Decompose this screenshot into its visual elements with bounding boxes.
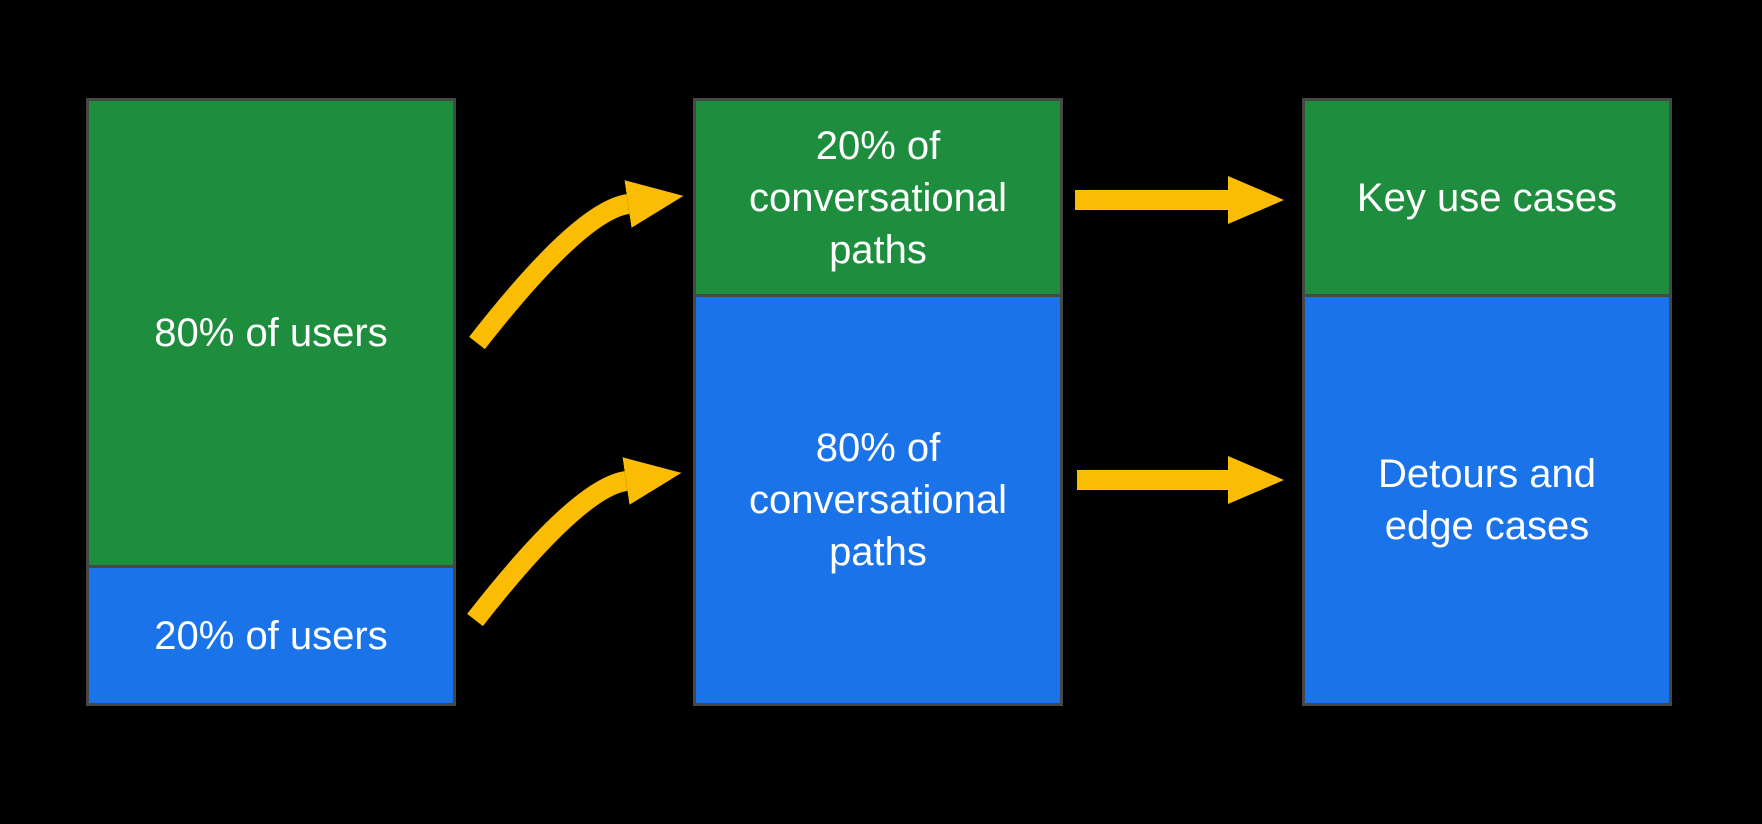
curved-arrow-users20-to-paths80-icon — [467, 457, 682, 627]
users-minority-segment: 20% of users — [89, 565, 453, 703]
curved-arrow-users80-to-paths20-icon — [469, 180, 684, 350]
key-use-cases-segment: Key use cases — [1305, 101, 1669, 294]
outcomes-column: Key use cases Detours and edge cases — [1302, 98, 1672, 706]
paths-majority-label: 80% of conversational paths — [749, 426, 1007, 574]
users-minority-label: 20% of users — [154, 613, 388, 658]
paths-minority-segment: 20% of conversational paths — [696, 101, 1060, 294]
key-use-cases-label: Key use cases — [1356, 175, 1618, 220]
users-majority-label: 80% of users — [154, 311, 388, 355]
paths-majority-segment: 80% of conversational paths — [696, 294, 1060, 703]
detours-edge-cases-segment: Detours and edge cases — [1305, 294, 1669, 703]
users-majority-segment: 80% of users — [89, 101, 453, 565]
users-column: 80% of users 20% of users — [86, 98, 456, 706]
paths-minority-label: 20% of conversational paths — [749, 123, 1007, 272]
detours-edge-cases-label: Detours and edge cases — [1378, 452, 1596, 548]
conversational-paths-column: 20% of conversational paths 80% of conve… — [693, 98, 1063, 706]
